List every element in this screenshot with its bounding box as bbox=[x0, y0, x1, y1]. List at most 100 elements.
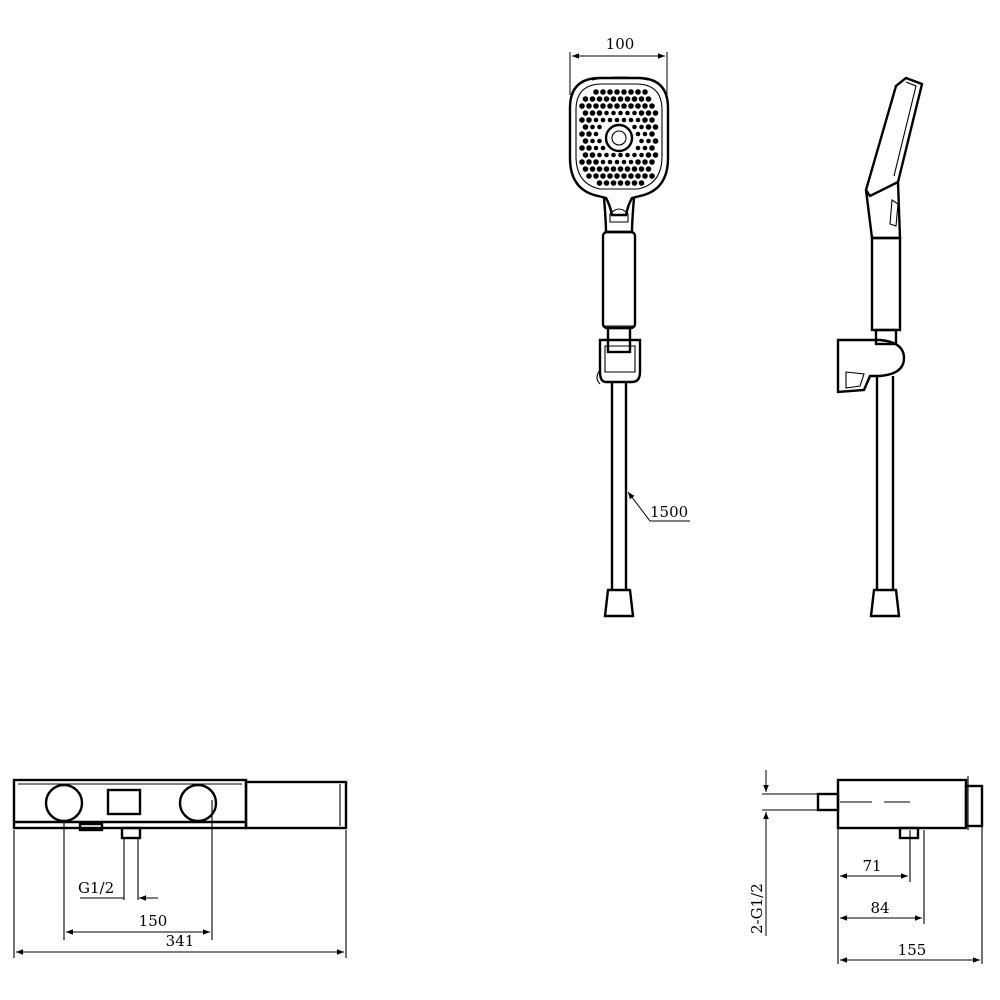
mixer-side-cap bbox=[964, 784, 984, 828]
nozzle-hole bbox=[614, 103, 620, 109]
nozzle-hole bbox=[604, 110, 609, 116]
nozzle-hole bbox=[590, 138, 595, 144]
nozzle-hole bbox=[638, 166, 645, 172]
showerhead-side-face bbox=[893, 81, 917, 177]
nozzle-hole bbox=[652, 124, 659, 130]
nozzle-hole bbox=[596, 110, 603, 116]
nozzle-hole bbox=[582, 124, 589, 130]
nozzle-hole bbox=[579, 131, 585, 137]
mixer-side-view: 2-G1/2 71 84 155 bbox=[748, 770, 984, 964]
nozzle-hole bbox=[635, 145, 641, 151]
nozzle-hole bbox=[582, 138, 589, 144]
nozzle-hole bbox=[642, 103, 648, 109]
nozzle-hole bbox=[586, 159, 592, 165]
nozzle-hole bbox=[635, 159, 641, 165]
nozzle-hole bbox=[579, 145, 585, 151]
nozzle-hole bbox=[649, 173, 655, 179]
dim-side-threads: 2-G1/2 bbox=[748, 883, 766, 934]
nozzle-hole bbox=[652, 138, 659, 144]
hose-length-leader bbox=[627, 491, 690, 522]
nozzle-hole bbox=[628, 117, 634, 123]
nozzle-hole bbox=[582, 166, 589, 172]
dim-side-84: 84 bbox=[870, 899, 889, 917]
handle-grip-side bbox=[870, 236, 902, 332]
nozzle-hole bbox=[618, 110, 623, 116]
wall-holder-side bbox=[836, 338, 906, 394]
nozzle-hole bbox=[639, 152, 644, 158]
nozzle-hole bbox=[593, 89, 599, 95]
nozzle-pattern bbox=[579, 89, 659, 186]
nozzle-hole bbox=[639, 138, 644, 144]
nozzle-hole bbox=[604, 152, 609, 158]
digital-display bbox=[106, 788, 142, 816]
mixer-foot bbox=[78, 822, 104, 832]
dim-total-length: 341 bbox=[166, 932, 195, 950]
nozzle-hole bbox=[628, 173, 634, 179]
handshower-front-view: 100 1500 bbox=[568, 35, 690, 618]
nozzle-hole bbox=[607, 159, 613, 165]
nozzle-hole bbox=[579, 159, 585, 165]
nozzle-hole bbox=[649, 131, 655, 137]
nozzle-hole bbox=[579, 103, 585, 109]
nozzle-hole bbox=[632, 110, 637, 116]
mixer-side-outlet bbox=[898, 826, 920, 840]
nozzle-hole bbox=[600, 117, 606, 123]
nozzle-hole bbox=[624, 180, 631, 186]
nozzle-hole bbox=[589, 96, 596, 102]
nozzle-hole bbox=[617, 180, 624, 186]
nozzle-hole bbox=[593, 103, 599, 109]
nozzle-hole bbox=[586, 131, 592, 137]
nozzle-hole bbox=[607, 173, 613, 179]
dim-hose-length: 1500 bbox=[650, 503, 688, 521]
nozzle-hole bbox=[597, 152, 602, 158]
nozzle-hole bbox=[593, 131, 599, 137]
nozzle-hole bbox=[600, 159, 606, 165]
showerhead-side-profile bbox=[864, 76, 924, 198]
nozzle-hole bbox=[593, 173, 599, 179]
spray-selector-button bbox=[609, 208, 629, 223]
nozzle-hole bbox=[597, 124, 602, 130]
nozzle-hole bbox=[645, 110, 652, 116]
nozzle-hole bbox=[607, 89, 613, 95]
nozzle-hole bbox=[589, 152, 596, 158]
nozzle-hole bbox=[642, 145, 648, 151]
nozzle-hole bbox=[579, 117, 585, 123]
nozzle-hole bbox=[614, 159, 620, 165]
nozzle-hole bbox=[628, 89, 634, 95]
nozzle-hole bbox=[621, 159, 627, 165]
nozzle-hole bbox=[614, 117, 620, 123]
nozzle-hole bbox=[618, 152, 623, 158]
nozzle-hole bbox=[632, 124, 637, 130]
nozzle-hole bbox=[639, 124, 644, 130]
nozzle-hole bbox=[614, 89, 620, 95]
handle-grip bbox=[601, 230, 637, 330]
nozzle-hole bbox=[621, 173, 627, 179]
nozzle-hole bbox=[596, 180, 603, 186]
nozzle-hole bbox=[603, 166, 610, 172]
center-spray-ring bbox=[604, 123, 634, 153]
nozzle-hole bbox=[589, 110, 596, 116]
nozzle-hole bbox=[586, 173, 592, 179]
nozzle-hole bbox=[638, 110, 645, 116]
wall-holder-lip bbox=[596, 369, 601, 385]
nozzle-hole bbox=[638, 180, 645, 186]
nozzle-hole bbox=[646, 138, 651, 144]
nozzle-hole bbox=[607, 103, 613, 109]
nozzle-hole bbox=[635, 173, 641, 179]
nozzle-hole bbox=[600, 103, 606, 109]
nozzle-hole bbox=[621, 117, 627, 123]
nozzle-hole bbox=[614, 173, 620, 179]
nozzle-hole bbox=[642, 173, 648, 179]
showerhead-top-rim bbox=[591, 76, 649, 81]
dim-side-155: 155 bbox=[898, 941, 927, 959]
dim-side-71: 71 bbox=[862, 857, 881, 875]
nozzle-hole bbox=[625, 110, 630, 116]
nozzle-hole bbox=[631, 180, 638, 186]
handle-connector-side bbox=[874, 328, 898, 346]
dim-handshower-width: 100 bbox=[606, 35, 635, 53]
flow-knob bbox=[178, 783, 218, 823]
nozzle-hole bbox=[642, 131, 648, 137]
nozzle-hole bbox=[600, 89, 606, 95]
mixer-front-view: G1/2 150 341 bbox=[12, 778, 348, 958]
nozzle-hole bbox=[586, 145, 592, 151]
